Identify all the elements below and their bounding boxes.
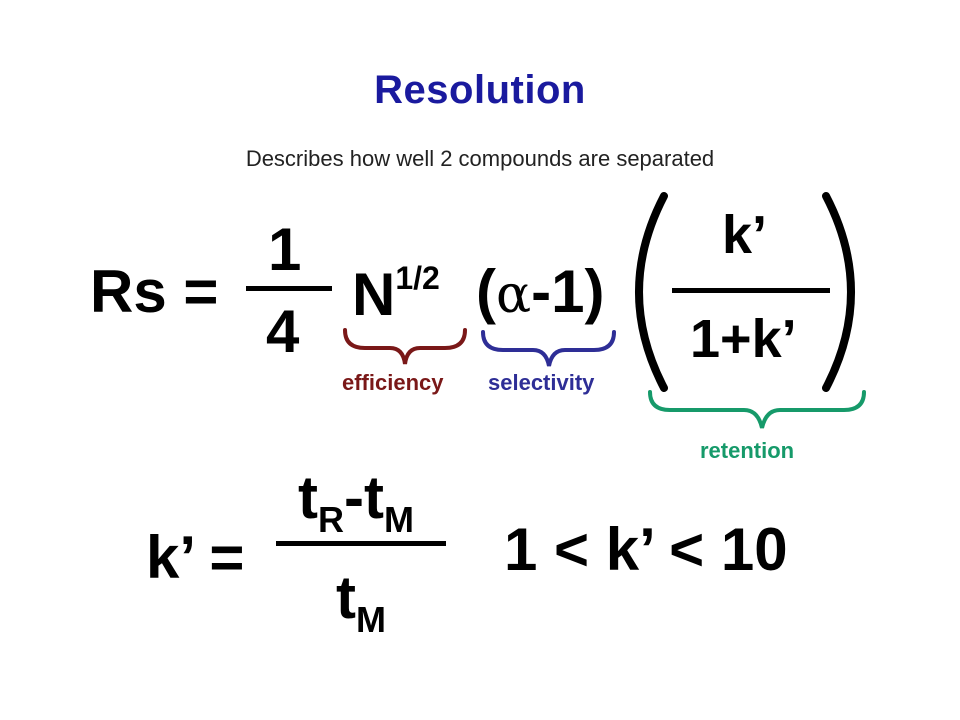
retention-brace	[648, 390, 866, 429]
t-m: t	[363, 464, 384, 531]
page-subtitle: Describes how well 2 compounds are separ…	[245, 146, 715, 171]
fraction-denominator: 4	[266, 298, 300, 365]
t-r: t	[298, 464, 318, 531]
selectivity-term: (α-1)	[476, 262, 604, 322]
k-eq-denominator: tM	[336, 568, 386, 638]
k-fraction-bar	[672, 288, 830, 293]
den-t: t	[336, 564, 356, 631]
selectivity-brace	[481, 330, 616, 367]
n-base: N	[352, 261, 396, 328]
right-big-paren	[822, 192, 855, 392]
selectivity-label: selectivity	[488, 370, 595, 395]
den-sub-m: M	[355, 599, 386, 640]
page-title: Resolution	[374, 68, 586, 112]
alpha-symbol: α	[495, 265, 532, 325]
sub-r: R	[317, 499, 344, 540]
alpha-open-paren: (	[476, 258, 496, 325]
n-exponent: 1/2	[395, 260, 440, 296]
efficiency-label: efficiency	[342, 370, 444, 395]
retention-label: retention	[700, 438, 795, 463]
k-range: 1 < k’ < 10	[504, 516, 788, 583]
k-eq-numerator: tR-tM	[298, 468, 414, 538]
k-eq-fraction-bar	[276, 541, 446, 546]
sub-m: M	[383, 499, 414, 540]
rs-lhs: Rs =	[90, 258, 219, 325]
n-term: N1/2	[352, 262, 440, 325]
fraction-bar	[246, 286, 332, 291]
numerator-minus: -	[343, 464, 364, 531]
k-denominator: 1+k’	[690, 309, 797, 369]
left-big-paren	[635, 192, 668, 392]
alpha-rest: -1)	[531, 258, 605, 325]
k-numerator: k’	[722, 205, 768, 265]
k-lhs: k’ =	[146, 524, 245, 591]
efficiency-brace	[343, 328, 467, 365]
fraction-numerator: 1	[268, 216, 302, 283]
